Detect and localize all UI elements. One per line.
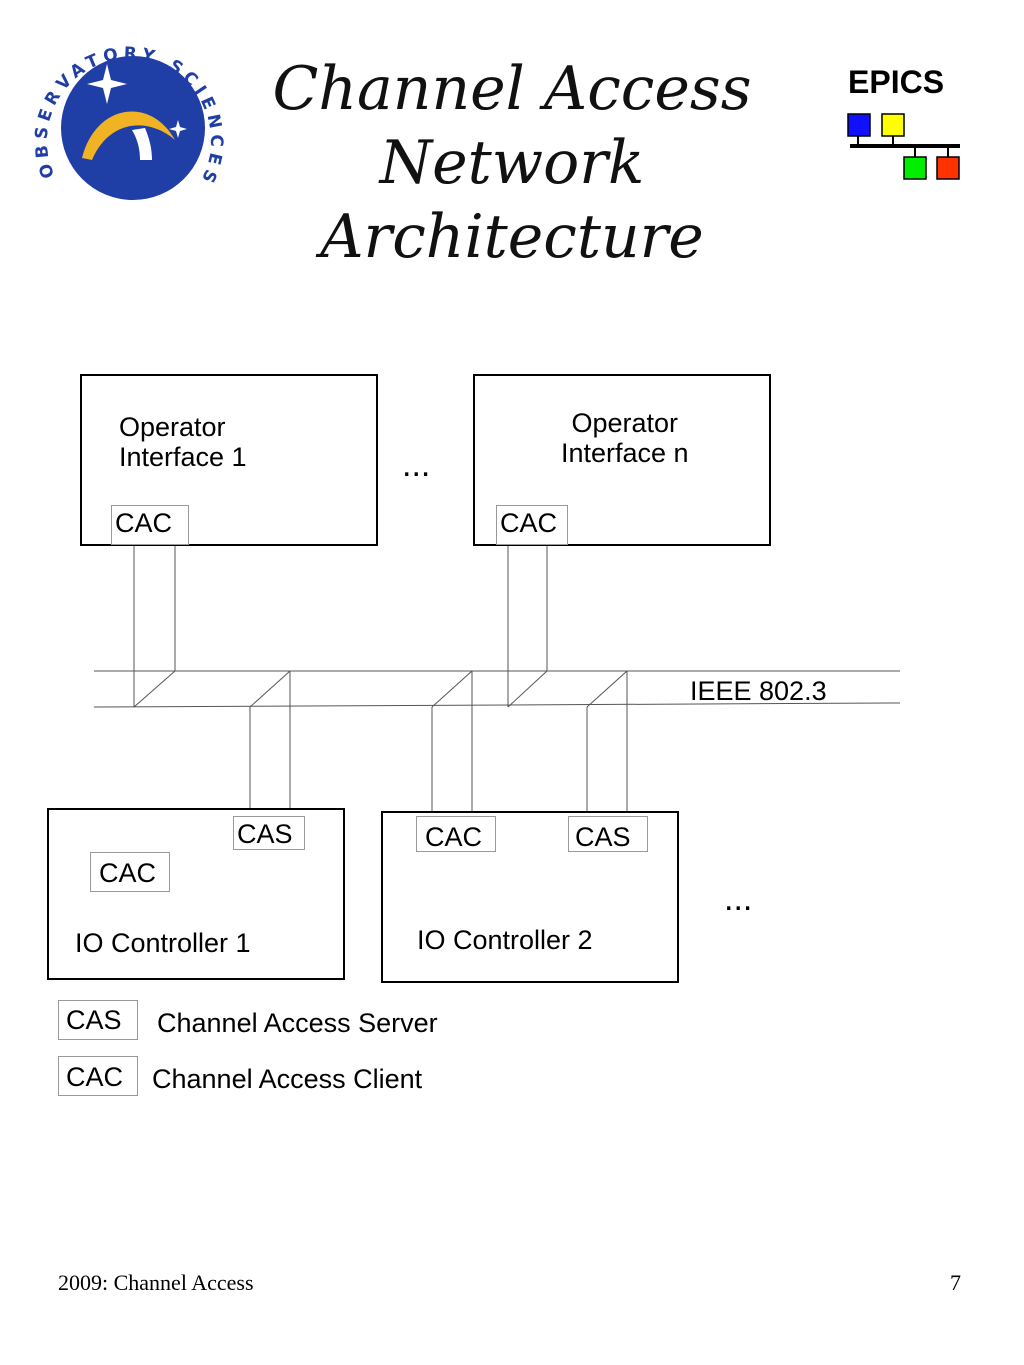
- logo-circle: [61, 56, 205, 200]
- io-controller-2-cac-tag: CAC: [416, 816, 496, 852]
- operator-interface-1-cac-tag: CAC: [111, 505, 189, 545]
- operator-interface-n-cac-tag: CAC: [496, 505, 568, 545]
- footer-text: 2009: Channel Access: [58, 1270, 254, 1295]
- logo-swoosh: [82, 111, 175, 160]
- epics-green-square: [903, 156, 927, 180]
- slide-title-line2: Network Architecture: [320, 128, 704, 272]
- io-controller-2-label: IO Controller 2: [417, 925, 593, 955]
- epics-label: EPICS: [848, 64, 945, 100]
- bus-line-bottom: [93, 702, 901, 708]
- legend-cas-description: Channel Access Server: [157, 1008, 438, 1038]
- slide-title-line1: Channel Access: [272, 54, 752, 124]
- bottom-ellipsis: ...: [724, 880, 753, 918]
- io-controller-2-cas-tag: CAS: [568, 816, 648, 852]
- top-ellipsis: ...: [402, 446, 431, 484]
- io-controller-1-cac-tag: CAC: [90, 852, 170, 892]
- page-number: 7: [950, 1270, 961, 1295]
- epics-yellow-square: [881, 113, 905, 137]
- epics-logo-icon: [847, 113, 960, 180]
- legend-cas-tag: CAS: [58, 1000, 138, 1040]
- io-controller-1-cas-tag: CAS: [233, 816, 305, 850]
- operator-interface-n-label: Operator Interface n: [561, 408, 689, 468]
- epics-red-square: [936, 156, 960, 180]
- legend-cac-description: Channel Access Client: [152, 1064, 423, 1094]
- epics-blue-square: [847, 113, 871, 137]
- io-controller-1-label: IO Controller 1: [75, 928, 251, 958]
- logo-star-small: [169, 120, 187, 138]
- slide-title: Channel Access Network Architecture: [200, 52, 824, 274]
- operator-interface-1-label: Operator Interface 1: [119, 412, 247, 472]
- logo-star-large: [87, 64, 127, 104]
- legend-cac-tag: CAC: [58, 1056, 138, 1096]
- network-label: IEEE 802.3: [690, 676, 827, 706]
